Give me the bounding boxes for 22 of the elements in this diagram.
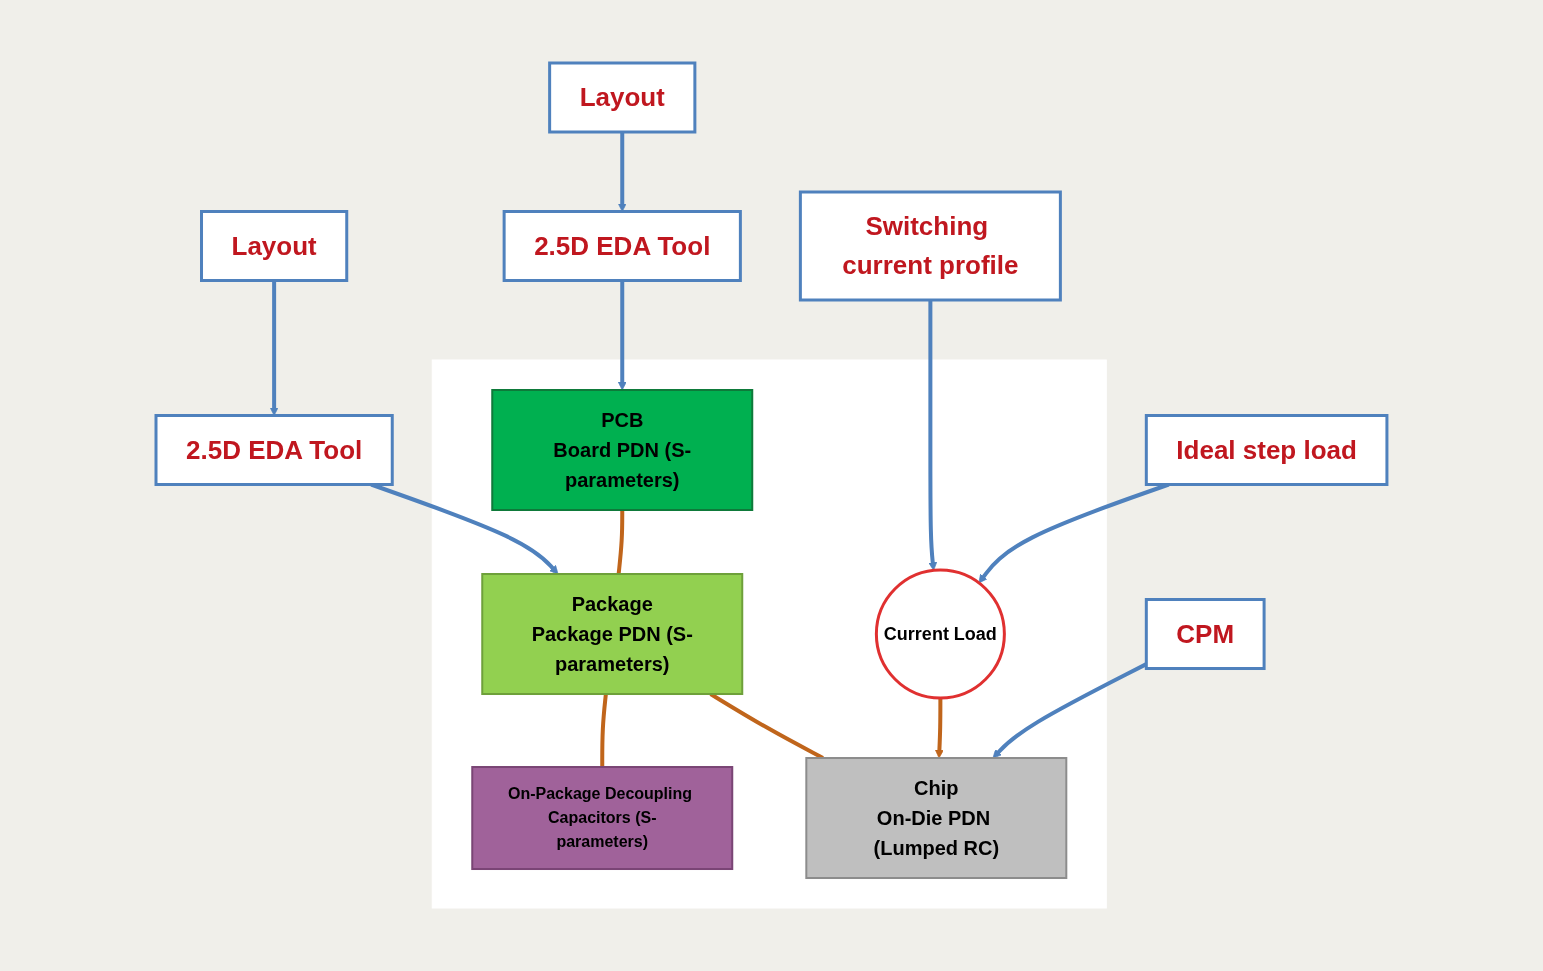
node-box: 2.5D EDA Tool [502, 210, 742, 282]
arrow [269, 280, 279, 416]
connector [709, 692, 824, 760]
node-box: On-Package Decoupling Capacitors (S-parameters) [471, 766, 734, 870]
node-box: Ideal step load [1144, 414, 1389, 486]
connector [600, 693, 608, 767]
node-box: CPM [1144, 598, 1266, 670]
arrow [992, 662, 1148, 759]
arrow [928, 300, 938, 571]
node-box: Layout [548, 61, 697, 134]
node-box: Package Package PDN (S-parameters) [481, 573, 744, 695]
cluster [431, 359, 1107, 909]
node-box: Layout [200, 210, 349, 282]
node-circle: Current Load [874, 568, 1006, 700]
connector [616, 510, 625, 575]
arrow [617, 280, 627, 391]
node-box: 2.5D EDA Tool [154, 414, 394, 486]
node-box: PCB Board PDN (S-parameters) [491, 389, 754, 511]
arrow [617, 132, 627, 212]
node-box: Chip On-Die PDN (Lumped RC) [805, 757, 1068, 879]
node-box: Switching current profile [798, 190, 1062, 302]
arrow [935, 698, 944, 759]
